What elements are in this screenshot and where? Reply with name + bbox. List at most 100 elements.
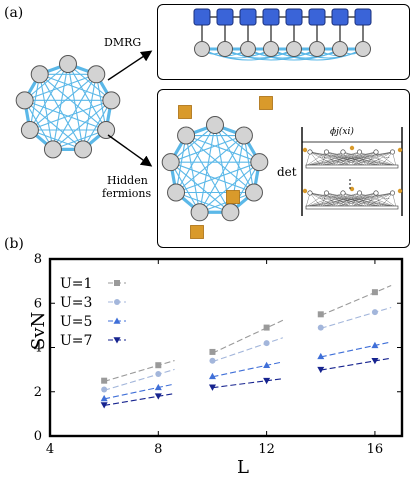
nn-node: [389, 190, 395, 196]
data-point: [101, 386, 108, 393]
fit-line: [320, 285, 392, 316]
nn-node: [323, 149, 329, 155]
fit-line: [212, 337, 284, 363]
data-point: [371, 341, 379, 349]
graph-edge: [175, 191, 231, 213]
graph-node: [177, 126, 196, 145]
nn-node: [307, 149, 313, 155]
hidden-fermion: [178, 105, 192, 119]
graph-edge: [175, 161, 260, 194]
x-axis-label: L: [237, 457, 249, 478]
left-graph: [15, 55, 121, 159]
chain-site: [240, 41, 256, 57]
nn-output-node: [349, 186, 355, 192]
ellipsis-dot: [349, 179, 351, 181]
nn-output-node: [397, 147, 403, 153]
mps-tensor: [262, 8, 280, 26]
data-point: [208, 372, 216, 380]
data-point: [154, 393, 162, 400]
graph-edge: [67, 63, 112, 101]
graph-edge: [229, 161, 260, 213]
nn-output-node: [302, 188, 308, 194]
graph-edge: [82, 74, 97, 150]
legend-label: U=7: [60, 333, 92, 349]
data-point: [154, 383, 162, 391]
series-U-7: U=7: [60, 333, 392, 409]
nn-node: [307, 190, 313, 196]
graph-edge: [24, 100, 54, 150]
x-tick-label: 12: [258, 442, 275, 457]
hidden-fermion: [226, 190, 240, 204]
nn-output-node: [349, 145, 355, 151]
nn-node: [356, 190, 362, 196]
dots: ...: [320, 194, 326, 201]
graph-edge: [24, 99, 84, 150]
x-tick-label: 16: [367, 442, 384, 457]
fit-line: [103, 360, 175, 382]
graph-edge: [24, 63, 69, 101]
hidden-fermion: [259, 96, 273, 110]
y-tick-label: 0: [34, 429, 42, 444]
graph-edge: [199, 124, 216, 213]
nn-node: [340, 190, 346, 196]
mps-tensor: [193, 8, 211, 26]
graph-edge: [52, 129, 107, 150]
phi-label: ϕj(xi): [330, 127, 354, 137]
data-point: [209, 357, 216, 364]
determinant-matrix: ............: [301, 127, 403, 216]
det-label: det: [277, 165, 297, 179]
fit-line: [320, 341, 392, 358]
graph-edge: [24, 99, 107, 131]
panel-a-label: (a): [4, 5, 24, 21]
interaction-arc: [224, 48, 318, 61]
graph-edge: [39, 73, 107, 131]
graph-edge: [39, 73, 112, 101]
dots: ...: [320, 153, 326, 160]
graph-edge: [29, 74, 41, 131]
graph-node: [74, 140, 93, 159]
nn-node: [340, 149, 346, 155]
ellipsis-dot: [349, 183, 351, 185]
graph-node: [20, 121, 39, 139]
chain-site: [332, 41, 348, 57]
neural-network-row: [302, 186, 403, 210]
fit-line: [104, 383, 175, 400]
graph-edge: [214, 124, 260, 163]
graph-node: [59, 55, 77, 73]
nn-output-node: [302, 147, 308, 153]
graph-node: [97, 121, 116, 139]
fit-line: [212, 319, 284, 354]
hidden-arrow-label-line1: Hidden: [107, 174, 148, 187]
hidden-arrow-label-line2: fermions: [102, 187, 152, 200]
dots: ...: [384, 153, 390, 160]
graph-edge: [170, 161, 201, 213]
data-point: [263, 377, 271, 385]
hidden-fermions-panel: [157, 89, 410, 248]
nn-node: [323, 190, 329, 196]
fit-line: [320, 357, 392, 371]
nn-input-bar: [305, 205, 399, 210]
graph-node: [87, 65, 106, 84]
mps-tensor: [308, 8, 326, 26]
data-point: [100, 402, 108, 409]
y-axis-label: SvN: [28, 312, 49, 350]
graph-edge: [52, 74, 97, 150]
data-point: [317, 366, 325, 374]
graph-node: [234, 126, 253, 145]
hidden-graph: [161, 116, 269, 222]
data-point: [113, 317, 121, 324]
y-tick-label: 2: [34, 385, 42, 400]
neural-network-row: [302, 145, 403, 169]
data-point: [113, 337, 121, 344]
nn-output-node: [397, 188, 403, 194]
series-U-1: U=1: [60, 276, 392, 384]
graph-edge: [170, 124, 216, 163]
graph-edge: [29, 73, 97, 131]
chain-site: [286, 41, 302, 57]
graph-edge: [175, 124, 216, 193]
legend-label: U=5: [60, 314, 92, 330]
graph-edge: [175, 135, 187, 193]
dots: ...: [384, 194, 390, 201]
fit-line: [103, 368, 175, 391]
